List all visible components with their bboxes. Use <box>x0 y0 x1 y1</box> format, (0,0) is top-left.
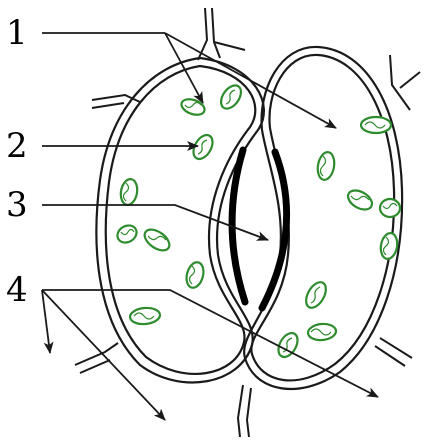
chloroplast <box>302 279 330 311</box>
wall-right-branch <box>400 72 420 88</box>
chloroplast <box>316 151 337 181</box>
wall-top-left-inner <box>212 8 220 58</box>
label-2: 2 <box>6 126 28 166</box>
wall-bottom <box>238 385 243 437</box>
chloroplast <box>129 307 160 326</box>
chloroplast <box>217 82 245 112</box>
chloroplast <box>379 232 399 260</box>
wall-left-upper-inner <box>92 103 124 108</box>
chloroplast <box>361 117 391 133</box>
neighbouring-cell-walls <box>75 8 420 437</box>
wall-right-lower <box>380 338 412 358</box>
chloroplast <box>141 225 173 254</box>
chloroplast <box>184 260 206 289</box>
label-4-arrow-short <box>42 290 50 353</box>
chloroplast <box>190 132 217 163</box>
label-3: 3 <box>6 185 28 225</box>
chloroplast <box>114 222 139 246</box>
chloroplast <box>345 187 376 214</box>
wall-top-branch <box>214 42 245 50</box>
left-thickened-wall <box>232 150 245 302</box>
left-guard-cell <box>96 58 263 382</box>
number-labels: 1 2 3 4 <box>6 13 28 310</box>
label-1: 1 <box>6 13 28 53</box>
chloroplast <box>380 199 400 217</box>
chloroplast <box>119 178 139 206</box>
wall-right-lower-inner <box>375 346 405 366</box>
chloroplast <box>179 96 206 117</box>
left-guard-cell-outer-wall <box>96 58 263 382</box>
label-4: 4 <box>6 270 28 310</box>
chloroplast <box>307 323 336 341</box>
wall-bottom-inner <box>247 388 251 437</box>
